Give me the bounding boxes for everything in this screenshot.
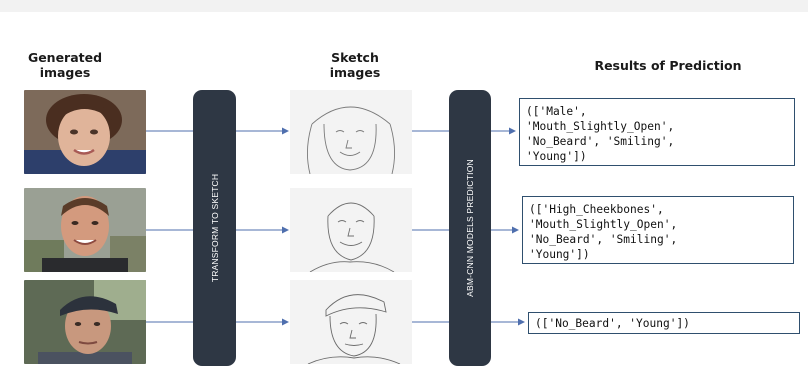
header-sketch-images: Sketch images [310,50,400,80]
sketch-image-3 [290,280,412,364]
header-sketch-line1: Sketch [331,50,379,65]
header-results-label: Results of Prediction [594,58,742,73]
sketch-man-smiling-icon [290,188,412,272]
transform-stage-label: TRANSFORM TO SKETCH [209,173,220,283]
prediction-result-3: (['No_Beard', 'Young']) [528,312,800,334]
model-stage-label: ABM-CNN MODELS PREDICTION [465,159,475,297]
generated-image-2 [24,188,146,272]
prediction-result-2: (['High_Cheekbones', 'Mouth_Slightly_Ope… [522,196,794,264]
generated-image-1 [24,90,146,174]
result-1-line-1: (['Male', [526,105,587,118]
result-2-line-4: 'Young']) [529,248,590,261]
result-1-line-2: 'Mouth_Slightly_Open', [526,120,675,133]
result-2-line-2: 'Mouth_Slightly_Open', [529,218,678,231]
result-2-line-3: 'No_Beard', 'Smiling', [529,233,678,246]
face-boy-icon [24,90,146,174]
generated-image-3 [24,280,146,364]
header-sketch-line2: images [329,65,381,80]
header-generated-line1: Generated [27,50,103,65]
model-prediction-stage: ABM-CNN MODELS PREDICTION [449,90,491,366]
result-1-line-4: 'Young']) [526,150,587,163]
result-1-line-3: 'No_Beard', 'Smiling', [526,135,675,148]
header-generated-line2: images [39,65,91,80]
sketch-boy-icon [290,90,412,174]
prediction-result-1: (['Male', 'Mouth_Slightly_Open', 'No_Bea… [519,98,795,166]
face-man-cap-icon [24,280,146,364]
result-3-line-1: (['No_Beard', 'Young']) [535,317,690,330]
face-man-smiling-icon [24,188,146,272]
sketch-image-1 [290,90,412,174]
header-generated-images: Generated images [20,50,110,80]
sketch-man-cap-icon [290,280,412,364]
sketch-image-2 [290,188,412,272]
top-band [0,0,808,12]
header-results: Results of Prediction [568,58,768,73]
transform-to-sketch-stage: TRANSFORM TO SKETCH [193,90,236,366]
result-2-line-1: (['High_Cheekbones', [529,203,664,216]
